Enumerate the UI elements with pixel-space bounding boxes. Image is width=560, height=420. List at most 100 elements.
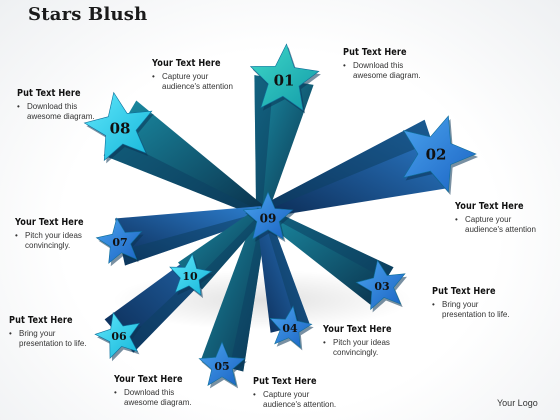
star-number: 09 xyxy=(260,211,277,225)
callout-right-02: Your Text Here • Capture your audience's… xyxy=(455,201,536,234)
callout-line: presentation to life. xyxy=(442,309,510,319)
callout-line: awesome diagram. xyxy=(353,70,421,80)
bullet-dot: • xyxy=(253,390,256,399)
star-04: 04 xyxy=(269,305,314,351)
callout-line: Capture your xyxy=(465,215,512,224)
star-shape xyxy=(402,115,477,193)
star-09: 09 xyxy=(242,191,295,242)
callout-body: • Pitch your ideas convincingly. xyxy=(15,231,95,250)
callout-line: awesome diagram. xyxy=(27,111,95,121)
callout-left-08: Put Text Here • Download this awesome di… xyxy=(17,88,95,121)
callout-line: audience's attention xyxy=(465,224,536,234)
star-number: 02 xyxy=(426,145,447,163)
star-shape xyxy=(355,259,406,311)
star-shape xyxy=(83,91,153,162)
shaft-edge-10 xyxy=(194,212,266,290)
callout-line: awesome diagram. xyxy=(124,397,192,407)
callout-line: Capture your xyxy=(263,390,310,399)
callout-heading: Your Text Here xyxy=(15,217,84,228)
callout-left-07: Your Text Here • Pitch your ideas convin… xyxy=(15,217,95,250)
star-01: 01 xyxy=(249,43,321,114)
callout-heading: Put Text Here xyxy=(17,88,81,99)
callout-line: Pitch your ideas xyxy=(333,338,390,347)
shaft-edge-04 xyxy=(262,210,310,327)
callout-heading: Put Text Here xyxy=(253,376,317,387)
shaft-edge-07 xyxy=(121,212,264,266)
callout-body: • Capture your audience's attention. xyxy=(253,390,336,409)
star-08: 08 xyxy=(83,91,154,164)
shaft-edge-08 xyxy=(103,137,262,218)
star-shape xyxy=(249,43,320,112)
callout-heading: Put Text Here xyxy=(343,47,407,58)
callout-right-03: Put Text Here • Bring your presentation … xyxy=(432,286,510,319)
shaft-05 xyxy=(200,210,268,372)
shaft-edge-03 xyxy=(262,206,394,280)
bullet-dot: • xyxy=(455,215,458,224)
star-number: 06 xyxy=(111,330,127,343)
callout-left-06: Put Text Here • Bring your presentation … xyxy=(9,315,87,348)
callout-line: audience's attention. xyxy=(263,399,337,409)
callout-body: • Capture your audience's attention xyxy=(455,215,536,234)
callout-heading: Put Text Here xyxy=(9,315,73,326)
star-07: 07 xyxy=(95,217,144,267)
shaft-03 xyxy=(258,206,394,305)
star-shape xyxy=(198,341,246,387)
star-number: 08 xyxy=(110,119,131,137)
star-number: 01 xyxy=(274,71,295,89)
star-shape xyxy=(95,217,143,264)
star-02: 02 xyxy=(402,115,478,195)
callout-line: Download this xyxy=(124,388,175,397)
callout-line: presentation to life. xyxy=(19,338,87,348)
callout-heading: Your Text Here xyxy=(114,374,183,385)
callout-line: Download this xyxy=(27,102,78,111)
shaft-edge-02 xyxy=(260,119,432,212)
callout-body: • Download this awesome diagram. xyxy=(114,388,194,407)
callout-body: • Bring your presentation to life. xyxy=(9,329,87,348)
star-number: 07 xyxy=(112,236,127,249)
footer-logo: Your Logo xyxy=(497,398,538,408)
shaft-08 xyxy=(103,100,266,218)
page-title: Stars Blush xyxy=(28,4,148,25)
bullet-dot: • xyxy=(343,61,346,70)
callout-body: • Capture your audience's attention xyxy=(152,72,233,91)
star-03: 03 xyxy=(355,259,407,313)
callout-line: Bring your xyxy=(442,300,479,309)
callout-line: convincingly. xyxy=(25,240,71,250)
callout-body: • Download this awesome diagram. xyxy=(343,61,421,80)
callout-bottom-right: Put Text Here • Capture your audience's … xyxy=(253,376,336,409)
star-number: 05 xyxy=(214,360,229,373)
bullet-dot: • xyxy=(152,72,155,81)
star-shape xyxy=(169,253,213,296)
star-10: 10 xyxy=(169,253,214,299)
callout-heading: Your Text Here xyxy=(323,324,392,335)
bullet-dot: • xyxy=(9,329,12,338)
callout-line: convincingly. xyxy=(333,347,379,357)
callout-body: • Pitch your ideas convincingly. xyxy=(323,338,403,357)
callout-line: Capture your xyxy=(162,72,209,81)
callout-line: Bring your xyxy=(19,329,56,338)
star-06: 06 xyxy=(94,311,142,362)
callout-line: Download this xyxy=(353,61,404,70)
shaft-edge-05 xyxy=(229,212,268,372)
star-number: 03 xyxy=(374,280,389,293)
stars-group: 01 02 03 04 05 06 07 08 09 10 xyxy=(83,43,478,389)
shaft-edge-01 xyxy=(254,75,274,212)
callout-top-left: Your Text Here • Capture your audience's… xyxy=(152,58,233,91)
star-shape xyxy=(242,191,294,240)
callout-heading: Your Text Here xyxy=(152,58,221,69)
bullet-dot: • xyxy=(17,102,20,111)
bullet-dot: • xyxy=(432,300,435,309)
bullet-dot: • xyxy=(114,388,117,397)
callout-line: audience's attention xyxy=(162,81,233,91)
callout-right-04: Your Text Here • Pitch your ideas convin… xyxy=(323,324,403,357)
callout-line: Pitch your ideas xyxy=(25,231,82,240)
callout-heading: Your Text Here xyxy=(455,201,524,212)
callout-heading: Put Text Here xyxy=(432,286,496,297)
callout-body: • Download this awesome diagram. xyxy=(17,102,95,121)
star-shape xyxy=(94,311,141,360)
callout-body: • Bring your presentation to life. xyxy=(432,300,510,319)
callout-top-right: Put Text Here • Download this awesome di… xyxy=(343,47,421,80)
callout-bottom-left: Your Text Here • Download this awesome d… xyxy=(114,374,194,407)
